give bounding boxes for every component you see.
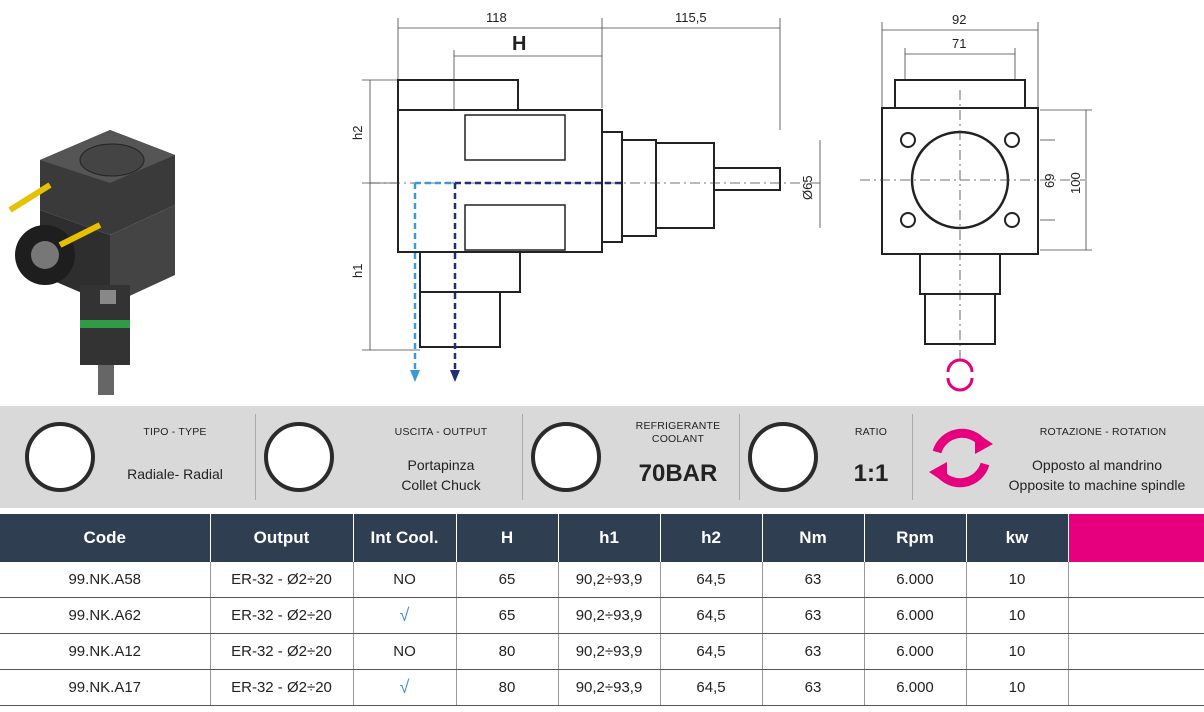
dim-92: 92 — [952, 12, 966, 27]
side-view-drawing: 118 115,5 H h2 h1 Ø65 — [350, 10, 821, 382]
coolant-icon — [531, 422, 601, 492]
type-cell: TIPO - TYPE Radiale- Radial — [0, 406, 255, 508]
output-value-2: Collet Chuck — [401, 477, 481, 493]
cell-empty — [1068, 562, 1204, 598]
cell-h1: 90,2÷93,9 — [558, 669, 661, 706]
cell-empty — [1068, 597, 1204, 634]
cell-int-cool: NO — [353, 562, 457, 598]
cell-int-cool: √ — [353, 597, 457, 634]
divider — [912, 414, 913, 500]
coolant-cell: REFRIGERANTE COOLANT 70BAR — [523, 406, 739, 508]
cell-H: 65 — [456, 562, 559, 598]
divider — [255, 414, 256, 500]
cell-rpm: 6.000 — [864, 669, 967, 706]
table-row: 99.NK.A62 ER-32 - Ø2÷20 √ 65 90,2÷93,9 6… — [0, 597, 1204, 634]
spec-table: Code Output Int Cool. H h1 h2 Nm Rpm kw … — [0, 514, 1204, 706]
product-photo — [8, 130, 175, 395]
cell-int-cool: NO — [353, 633, 457, 670]
cell-h2: 64,5 — [660, 669, 763, 706]
dim-d65: Ø65 — [800, 175, 815, 200]
col-header-accent — [1068, 514, 1204, 562]
cell-rpm: 6.000 — [864, 633, 967, 670]
col-header-output: Output — [210, 514, 354, 562]
radial-type-icon — [25, 422, 95, 492]
cell-empty — [1068, 669, 1204, 706]
col-header-H: H — [456, 514, 559, 562]
cell-code: 99.NK.A62 — [0, 597, 211, 634]
coolant-label-2: COOLANT — [651, 433, 705, 445]
cell-kw: 10 — [966, 669, 1069, 706]
type-value: Radiale- Radial — [127, 466, 223, 482]
cell-output: ER-32 - Ø2÷20 — [210, 669, 354, 706]
cell-H: 80 — [456, 669, 559, 706]
coolant-label-1: REFRIGERANTE — [635, 420, 721, 432]
rotation-value-1: Opposto al mandrino — [1032, 457, 1162, 473]
coolant-value: 70BAR — [638, 460, 718, 487]
cell-h2: 64,5 — [660, 597, 763, 634]
col-header-h1: h1 — [558, 514, 661, 562]
cell-nm: 63 — [762, 633, 865, 670]
collet-chuck-icon — [264, 422, 334, 492]
cell-kw: 10 — [966, 597, 1069, 634]
cell-h2: 64,5 — [660, 562, 763, 598]
cell-rpm: 6.000 — [864, 597, 967, 634]
rotation-icon — [929, 428, 993, 488]
ratio-cell: RATIO 1:1 — [740, 406, 912, 508]
table-row: 99.NK.A58 ER-32 - Ø2÷20 NO 65 90,2÷93,9 … — [0, 562, 1204, 598]
cell-nm: 63 — [762, 562, 865, 598]
divider — [739, 414, 740, 500]
cell-code: 99.NK.A12 — [0, 633, 211, 670]
dim-115: 115,5 — [675, 10, 707, 25]
cell-output: ER-32 - Ø2÷20 — [210, 633, 354, 670]
cell-nm: 63 — [762, 669, 865, 706]
cell-rpm: 6.000 — [864, 562, 967, 598]
dim-h2: h2 — [350, 126, 365, 140]
table-row: 99.NK.A17 ER-32 - Ø2÷20 √ 80 90,2÷93,9 6… — [0, 669, 1204, 706]
cell-H: 80 — [456, 633, 559, 670]
cell-output: ER-32 - Ø2÷20 — [210, 562, 354, 598]
cell-kw: 10 — [966, 562, 1069, 598]
dim-100: 100 — [1068, 172, 1083, 194]
cell-code: 99.NK.A17 — [0, 669, 211, 706]
dim-71: 71 — [952, 36, 966, 51]
front-view-drawing: 92 71 69 100 — [860, 12, 1092, 392]
rotation-value-2: Opposite to machine spindle — [1008, 477, 1186, 493]
ratio-label: RATIO — [854, 426, 888, 438]
cell-output: ER-32 - Ø2÷20 — [210, 597, 354, 634]
rotation-label: ROTAZIONE - ROTATION — [1039, 426, 1167, 438]
output-label: USCITA - OUTPUT — [394, 426, 488, 438]
cell-nm: 63 — [762, 597, 865, 634]
dim-69: 69 — [1042, 174, 1057, 188]
cell-h1: 90,2÷93,9 — [558, 562, 661, 598]
rotation-cell: ROTAZIONE - ROTATION Opposto al mandrino… — [913, 406, 1204, 508]
output-value-1: Portapinza — [407, 457, 475, 473]
gears-icon — [748, 422, 818, 492]
cell-code: 99.NK.A58 — [0, 562, 211, 598]
cell-h1: 90,2÷93,9 — [558, 597, 661, 634]
col-header-h2: h2 — [660, 514, 763, 562]
col-header-int-cool: Int Cool. — [353, 514, 457, 562]
output-cell: USCITA - OUTPUT Portapinza Collet Chuck — [256, 406, 522, 508]
dim-118: 118 — [486, 10, 507, 25]
col-header-rpm: Rpm — [864, 514, 967, 562]
table-header-row: Code Output Int Cool. H h1 h2 Nm Rpm kw — [0, 514, 1204, 562]
type-label: TIPO - TYPE — [143, 426, 207, 438]
cell-int-cool: √ — [353, 669, 457, 706]
cell-kw: 10 — [966, 633, 1069, 670]
dim-H: H — [512, 33, 526, 55]
ratio-value: 1:1 — [853, 460, 889, 487]
table-row: 99.NK.A12 ER-32 - Ø2÷20 NO 80 90,2÷93,9 … — [0, 633, 1204, 670]
info-bar: TIPO - TYPE Radiale- Radial USCITA - OUT… — [0, 406, 1204, 508]
cell-H: 65 — [456, 597, 559, 634]
cell-empty — [1068, 633, 1204, 670]
col-header-nm: Nm — [762, 514, 865, 562]
cell-h1: 90,2÷93,9 — [558, 633, 661, 670]
cell-h2: 64,5 — [660, 633, 763, 670]
divider — [522, 414, 523, 500]
col-header-kw: kw — [966, 514, 1069, 562]
col-header-code: Code — [0, 514, 211, 562]
dim-h1: h1 — [350, 264, 365, 278]
